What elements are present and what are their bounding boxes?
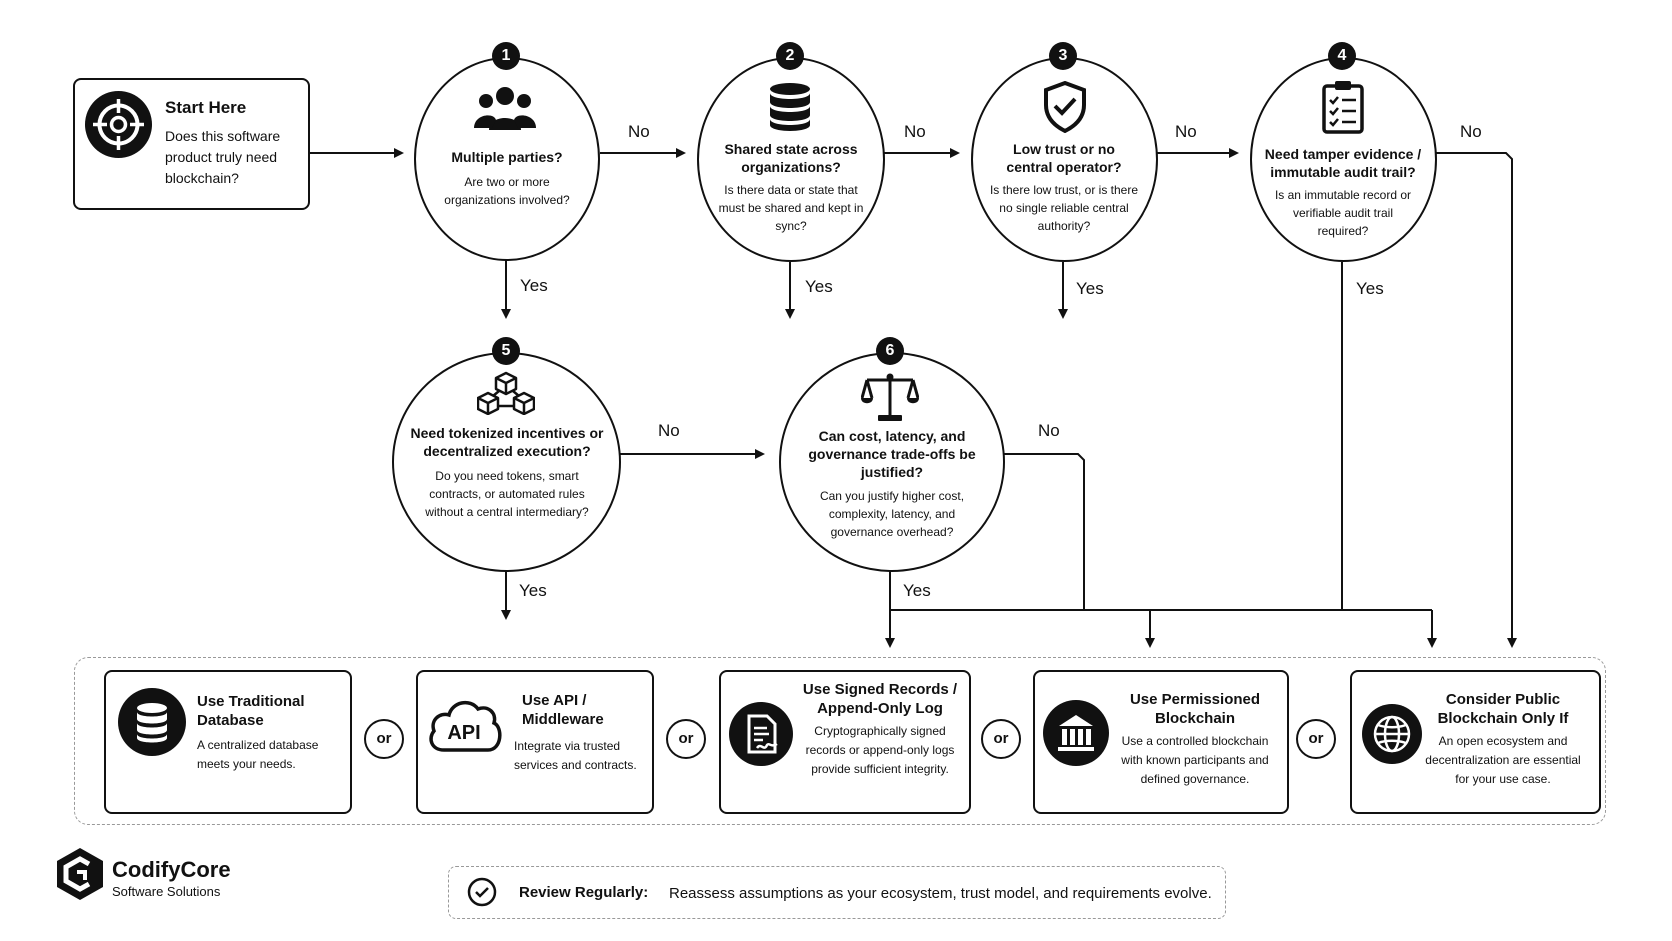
start-title: Start Here — [165, 98, 247, 117]
step-badge-1: 1 — [492, 42, 520, 70]
question-5-title: Need tokenized incentives or decentraliz… — [410, 425, 604, 459]
database-icon — [768, 82, 812, 137]
step-badge-5: 5 — [492, 337, 520, 365]
outcome-5-title: Consider Public Blockchain Only If — [1437, 691, 1569, 727]
q2-yes-label: Yes — [805, 277, 833, 296]
scales-icon — [860, 372, 920, 427]
q2-no-label: No — [904, 122, 926, 141]
api-cloud-icon: API — [426, 696, 504, 759]
review-note — [448, 866, 1226, 919]
q3-no-label: No — [1175, 122, 1197, 141]
step-badge-2: 2 — [776, 42, 804, 70]
signed-document-icon — [729, 702, 793, 766]
codifycore-logo-icon — [53, 846, 107, 907]
q3-yes-label: Yes — [1076, 279, 1104, 298]
question-2-subtitle: Is there data or state that must be shar… — [718, 183, 864, 233]
brand-name: CodifyCore — [112, 857, 231, 882]
brand-tagline: Software Solutions — [112, 884, 221, 899]
question-4-subtitle: Is an immutable record or verifiable aud… — [1274, 188, 1412, 238]
start-box — [73, 78, 310, 210]
outcome-4-title: Use Permissioned Blockchain — [1129, 691, 1261, 727]
question-2-title: Shared state across organizations? — [724, 141, 858, 175]
target-icon — [85, 91, 152, 158]
question-3-node — [971, 57, 1158, 262]
clipboard-checklist-icon — [1322, 80, 1364, 139]
outcome-4-subtitle: Use a controlled blockchain with known p… — [1121, 734, 1269, 786]
globe-icon — [1362, 704, 1422, 764]
database-icon — [118, 688, 186, 756]
review-text: Reassess assumptions as your ecosystem, … — [669, 885, 1212, 902]
step-badge-4: 4 — [1328, 42, 1356, 70]
q1-yes-label: Yes — [520, 276, 548, 295]
question-4-title: Need tamper evidence / immutable audit t… — [1264, 146, 1422, 180]
question-3-title: Low trust or no central operator? — [1006, 141, 1122, 175]
question-1-title: Multiple parties? — [451, 149, 563, 165]
outcomes-panel — [74, 657, 1606, 825]
question-5-subtitle: Do you need tokens, smart contracts, or … — [425, 469, 589, 519]
step-badge-3: 3 — [1049, 42, 1077, 70]
cubes-network-icon — [476, 371, 536, 420]
q6-no-label: No — [1038, 421, 1060, 440]
outcome-1-title: Use Traditional Database — [197, 693, 305, 729]
question-5-node — [392, 352, 621, 572]
q4-yes-label: Yes — [1356, 279, 1384, 298]
svg-text:API: API — [447, 722, 480, 744]
question-1-subtitle: Are two or more organizations involved? — [444, 175, 570, 207]
step-badge-6: 6 — [876, 337, 904, 365]
outcome-3-title: Use Signed Records / Append-Only Log — [802, 681, 958, 717]
or-separator: or — [1296, 719, 1336, 759]
check-circle-icon — [467, 877, 497, 912]
review-label: Review Regularly: — [519, 884, 649, 901]
question-6-title: Can cost, latency, and governance trade-… — [808, 428, 976, 480]
outcome-2-title: Use API / Middleware — [522, 692, 604, 728]
outcome-1-subtitle: A centralized database meets your needs. — [197, 738, 319, 771]
q5-no-label: No — [658, 421, 680, 440]
question-3-subtitle: Is there low trust, or is there no singl… — [989, 183, 1139, 233]
people-icon — [474, 86, 536, 137]
institution-icon — [1043, 700, 1109, 766]
start-question: Does this software product truly need bl… — [165, 128, 281, 186]
q1-no-label: No — [628, 122, 650, 141]
outcome-2-subtitle: Integrate via trusted services and contr… — [514, 739, 637, 772]
outcome-5-subtitle: An open ecosystem and decentralization a… — [1425, 734, 1581, 786]
or-separator: or — [981, 719, 1021, 759]
outcome-3-subtitle: Cryptographically signed records or appe… — [805, 724, 955, 776]
q5-yes-label: Yes — [519, 581, 547, 600]
or-separator: or — [364, 719, 404, 759]
q6-yes-label: Yes — [903, 581, 931, 600]
shield-check-icon — [1043, 80, 1087, 138]
or-separator: or — [666, 719, 706, 759]
question-6-subtitle: Can you justify higher cost, complexity,… — [819, 489, 965, 539]
question-6-node — [779, 352, 1005, 572]
q4-no-label: No — [1460, 122, 1482, 141]
